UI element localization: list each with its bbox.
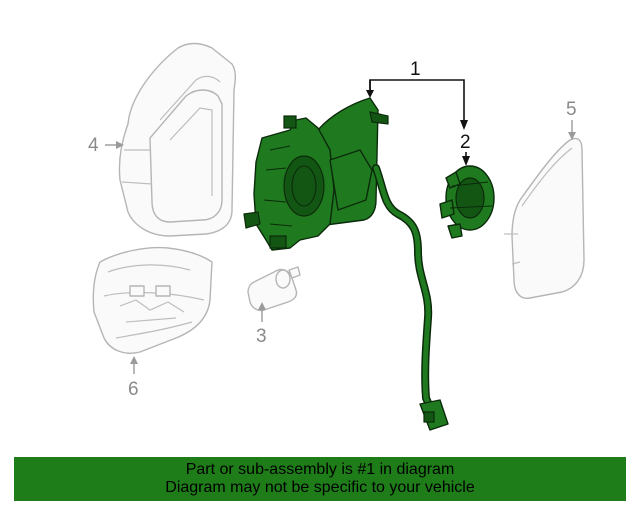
leader-lines bbox=[105, 79, 576, 374]
callout-2: 2 bbox=[460, 132, 471, 153]
mirror-glass-part-5[interactable] bbox=[504, 137, 585, 299]
callout-6: 6 bbox=[128, 379, 139, 400]
bulb-part-3[interactable] bbox=[247, 266, 301, 312]
lower-housing-part-6[interactable] bbox=[92, 246, 213, 354]
motor-part-2[interactable] bbox=[439, 165, 495, 239]
callout-1: 1 bbox=[410, 59, 421, 80]
mirror-cover-part-4[interactable] bbox=[118, 42, 237, 237]
banner-line-2: Diagram may not be specific to your vehi… bbox=[165, 479, 475, 496]
callout-4: 4 bbox=[88, 135, 99, 156]
parts-diagram: 1 2 3 4 5 6 bbox=[88, 42, 585, 431]
banner-line-1: Part or sub-assembly is #1 in diagram bbox=[185, 461, 455, 478]
info-banner: Part or sub-assembly is #1 in diagram Di… bbox=[14, 457, 626, 501]
callout-5: 5 bbox=[566, 99, 577, 120]
callout-3: 3 bbox=[256, 326, 267, 347]
mirror-assembly-part-1[interactable] bbox=[243, 97, 449, 431]
